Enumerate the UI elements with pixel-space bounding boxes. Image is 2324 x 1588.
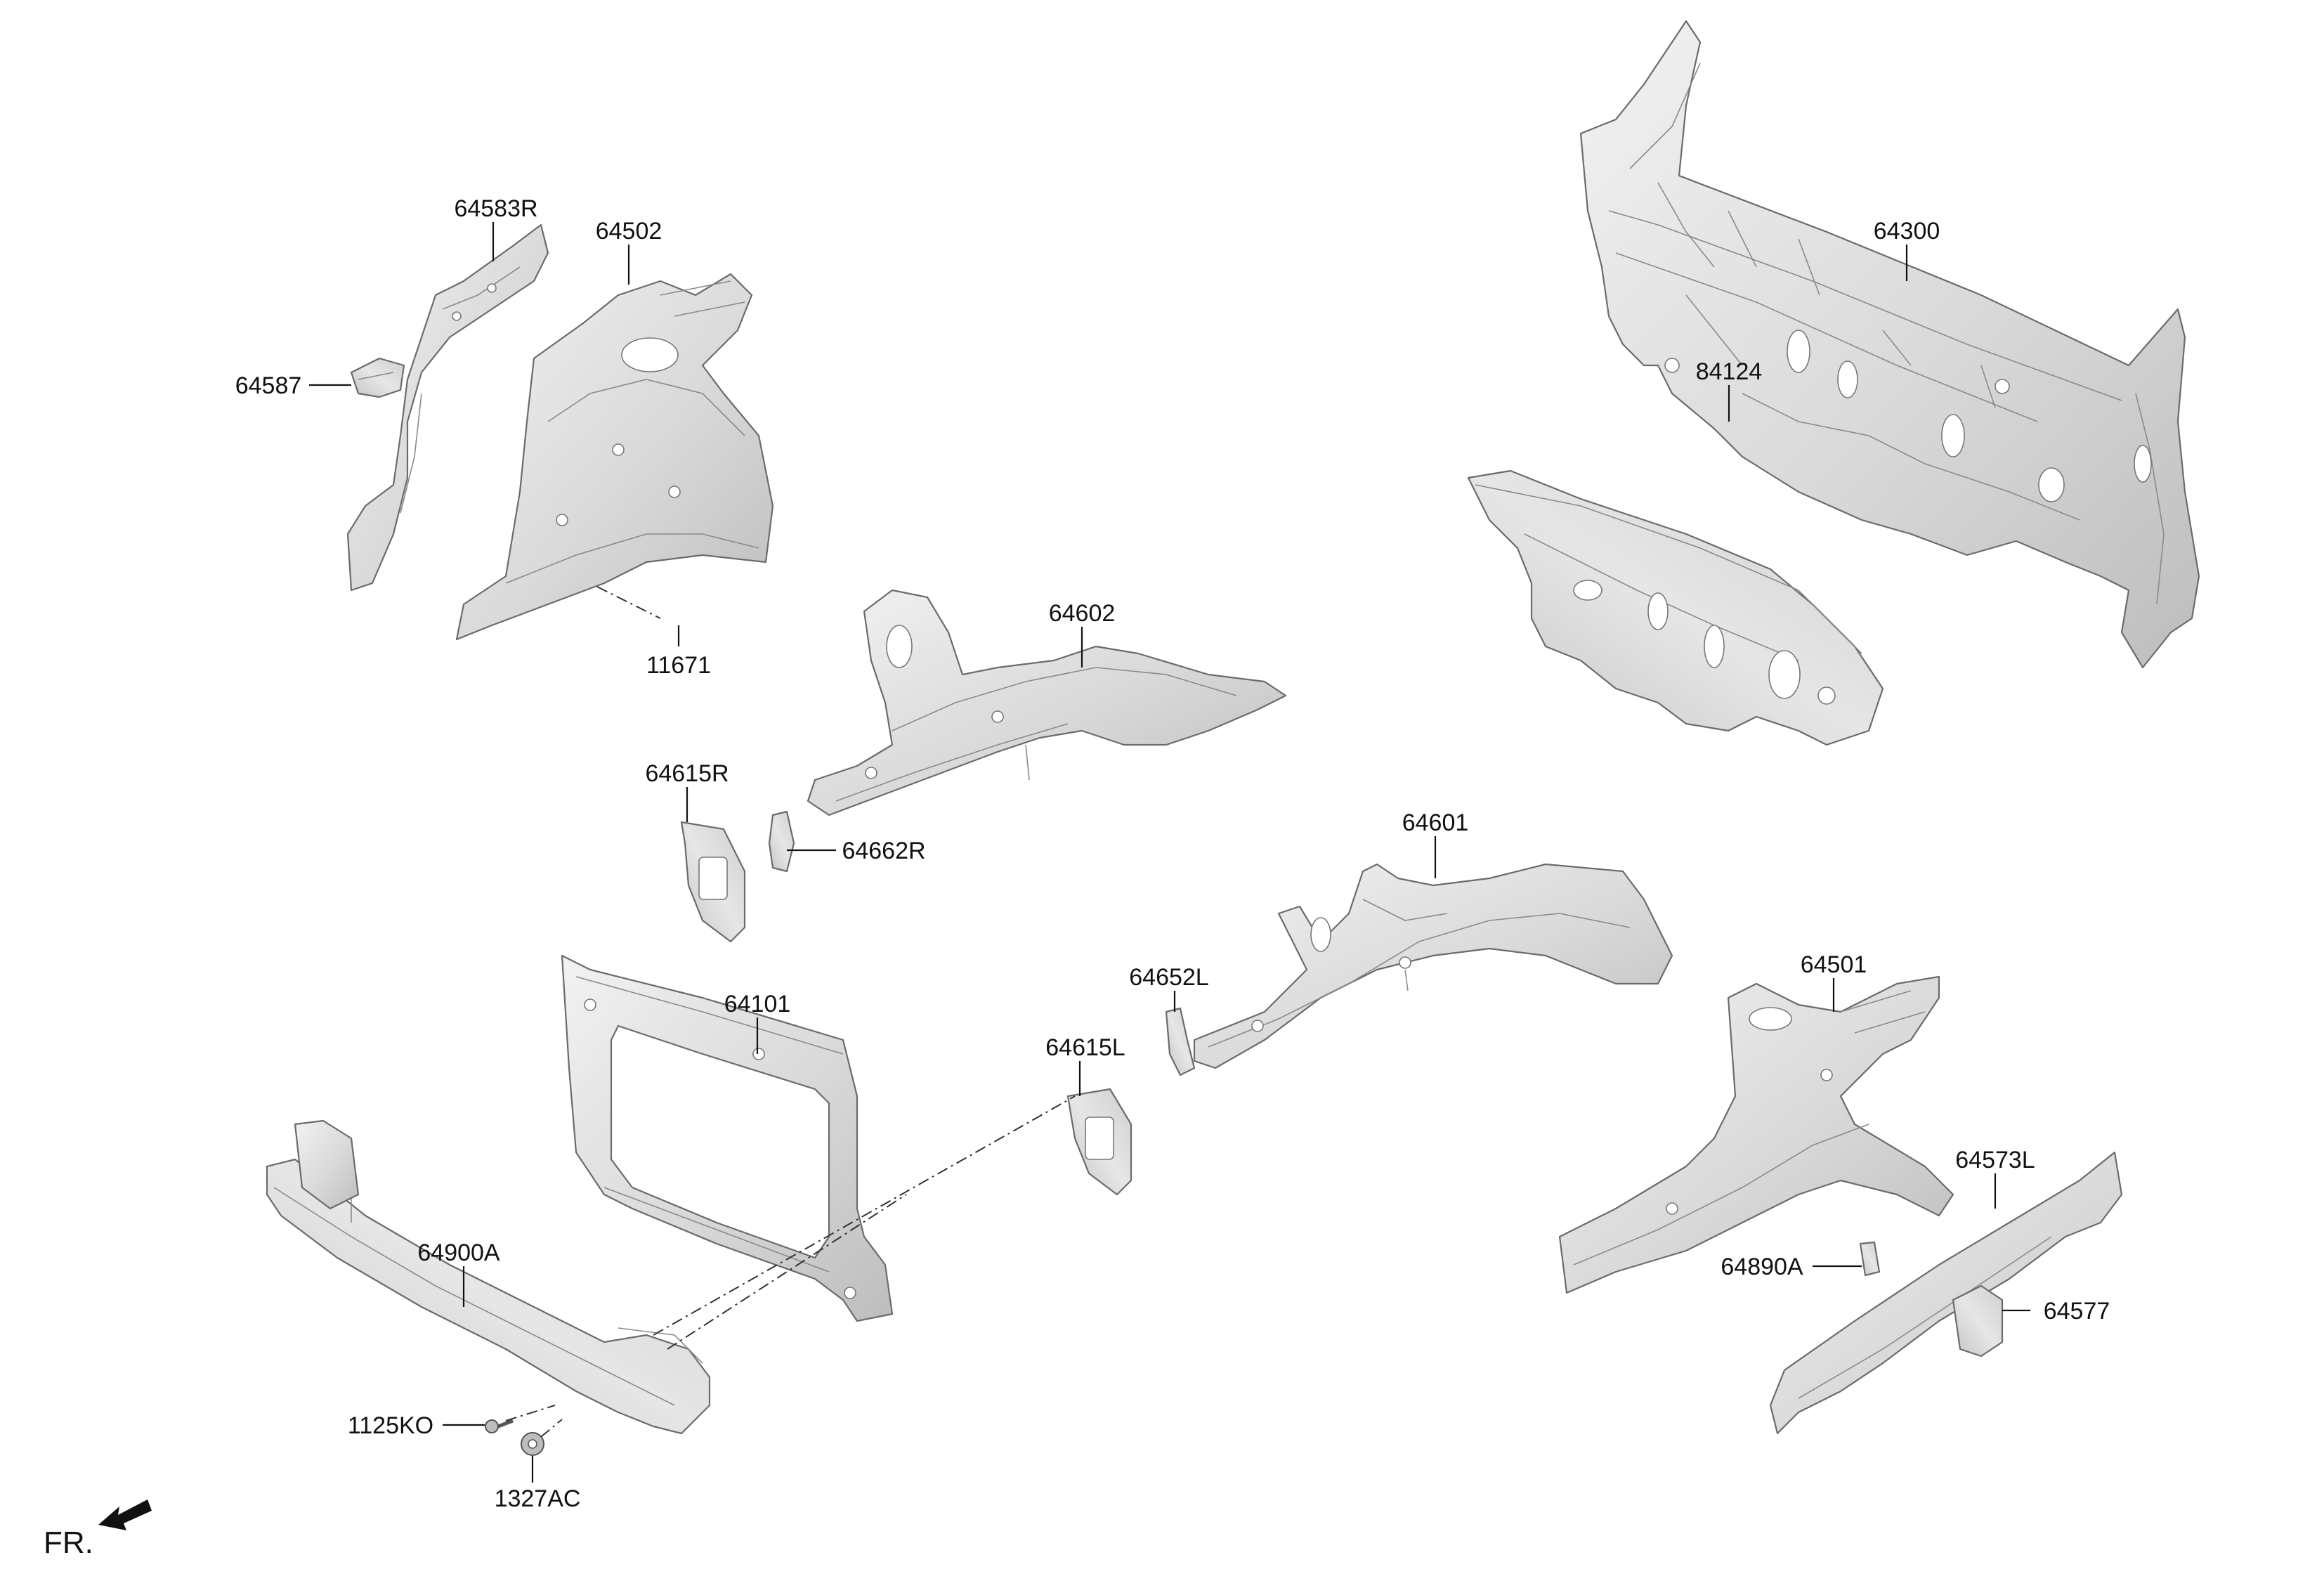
front-direction-indicator: FR. [44,1499,152,1560]
part-64615L-bracket [1066,1088,1132,1196]
part-64573L-pillar-lh [1769,1151,2123,1435]
assembly-lines [505,586,1076,1438]
part-64587-bracket [350,357,405,398]
part-64662R-bracket [768,810,795,873]
front-arrow-icon [98,1499,152,1530]
part-64502-wheel-housing [455,273,774,641]
label-64890A: 64890A [1721,1254,1803,1280]
part-64602-side-member-rh [807,589,1287,816]
part-64615R-bracket [680,821,746,943]
part-64577-bracket [1952,1284,2004,1358]
leader-lines [309,222,2030,1483]
label-84124: 84124 [1696,358,1763,385]
part-84124-cowl [1467,469,1884,746]
part-1125KO-bolt [485,1419,514,1433]
part-64601-side-member-lh [1193,863,1673,1069]
part-64583R-pillar [346,223,549,592]
part-labels: 64300 84124 64583R 64502 64587 11671 646… [235,195,2110,1512]
part-64101-front-carrier [561,954,894,1322]
label-64583R: 64583R [454,195,537,222]
label-1125KO: 1125KO [348,1412,433,1439]
front-direction-label: FR. [44,1525,93,1560]
label-64615L: 64615L [1045,1034,1125,1061]
label-64300: 64300 [1874,218,1940,245]
part-64300-dash-panel [1579,20,2200,669]
part-64890A-bracket [1859,1241,1881,1277]
label-64501: 64501 [1801,951,1867,978]
label-64615R: 64615R [645,760,729,787]
part-64501-wheel-housing-lh [1558,975,1954,1294]
label-64652L: 64652L [1129,964,1208,991]
part-1327AC-nut [521,1432,544,1456]
label-64587: 64587 [235,372,302,399]
label-64662R: 64662R [842,838,925,864]
label-64900A: 64900A [417,1239,500,1266]
label-11671: 11671 [646,652,711,679]
label-64502: 64502 [596,218,662,245]
label-64601: 64601 [1402,809,1469,836]
label-64577: 64577 [2044,1298,2110,1325]
label-1327AC: 1327AC [495,1485,581,1512]
label-64101: 64101 [724,991,791,1017]
part-64652L-bracket [1165,1007,1196,1076]
label-64602: 64602 [1049,600,1116,627]
label-64573L: 64573L [1955,1147,2035,1173]
